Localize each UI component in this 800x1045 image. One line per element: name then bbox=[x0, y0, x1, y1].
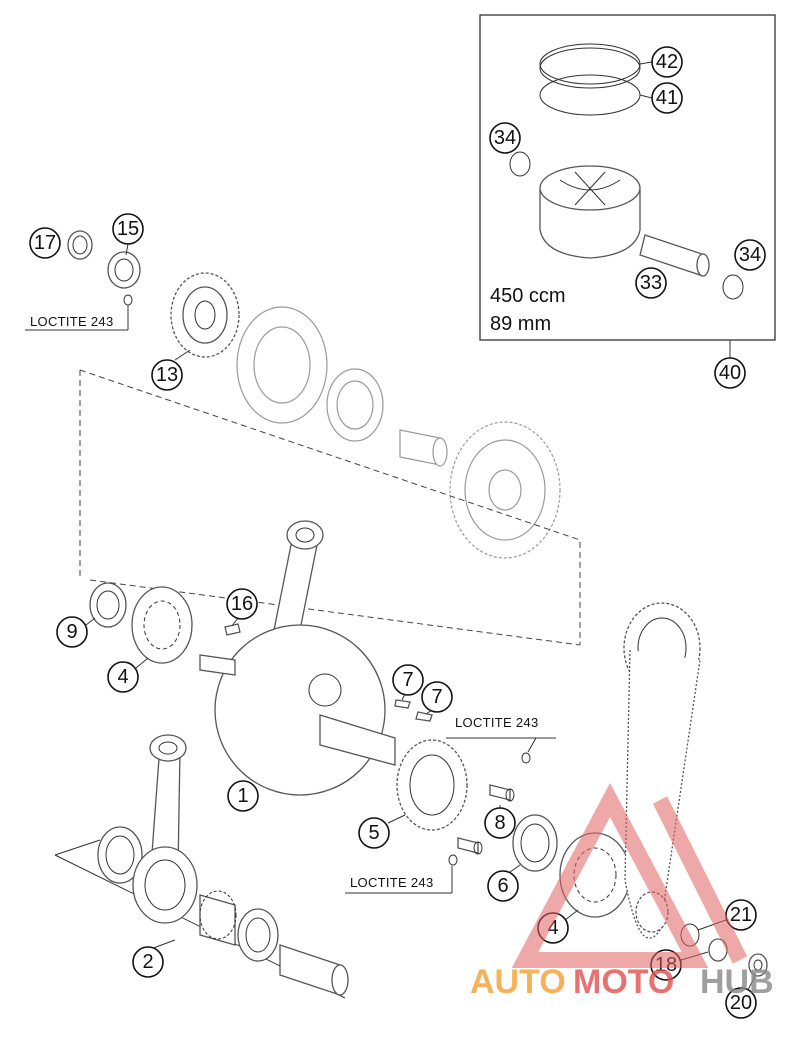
piston-ring-42 bbox=[539, 43, 641, 89]
callout-13: 13 bbox=[151, 349, 191, 391]
watermark-text-auto: AUTO bbox=[470, 963, 566, 1001]
gear-5 bbox=[396, 739, 468, 831]
svg-text:16: 16 bbox=[231, 593, 253, 615]
svg-text:8: 8 bbox=[494, 812, 505, 834]
svg-text:42: 42 bbox=[656, 51, 678, 73]
callout-15: 15 bbox=[112, 213, 144, 256]
callout-9: 9 bbox=[56, 616, 96, 648]
callout-21: 21 bbox=[697, 899, 757, 931]
svg-text:41: 41 bbox=[656, 87, 678, 109]
svg-text:13: 13 bbox=[156, 364, 178, 386]
svg-text:17: 17 bbox=[34, 232, 56, 254]
piston bbox=[539, 165, 641, 259]
svg-text:4: 4 bbox=[117, 666, 128, 688]
piston-pin-33 bbox=[639, 234, 710, 277]
svg-text:34: 34 bbox=[739, 244, 761, 266]
svg-text:9: 9 bbox=[66, 621, 77, 643]
freewheel-faint bbox=[326, 368, 384, 442]
washer-small bbox=[123, 294, 133, 306]
svg-text:6: 6 bbox=[497, 875, 508, 897]
callout-7b: 7 bbox=[421, 681, 453, 715]
callout-7a: 7 bbox=[392, 664, 424, 701]
svg-text:34: 34 bbox=[494, 127, 516, 149]
seal-17 bbox=[67, 230, 93, 260]
crankshaft-1 bbox=[199, 520, 396, 796]
callout-17: 17 bbox=[29, 227, 61, 259]
piston-kit-box bbox=[479, 14, 776, 358]
callout-8: 8 bbox=[484, 805, 516, 839]
bore-label: 89 mm bbox=[490, 313, 551, 335]
seal-9 bbox=[89, 582, 127, 628]
callout-4-left: 4 bbox=[107, 657, 149, 693]
needle-bearing-faint bbox=[399, 429, 448, 467]
starter-gear-faint bbox=[449, 421, 561, 559]
rotor-faint bbox=[236, 306, 328, 424]
svg-text:20: 20 bbox=[730, 992, 752, 1014]
displacement-label: 450 ccm bbox=[490, 285, 566, 307]
watermark-logo: AUTO MOTO HUB bbox=[470, 782, 774, 1001]
watermark-text-moto: MOTO bbox=[573, 963, 674, 1001]
callout-41: 41 bbox=[639, 82, 683, 114]
svg-text:4: 4 bbox=[547, 917, 558, 939]
loctite-note-left: LOCTITE 243 bbox=[30, 314, 114, 329]
svg-text:40: 40 bbox=[719, 362, 741, 384]
callout-16: 16 bbox=[226, 588, 258, 627]
callout-20: 20 bbox=[725, 975, 757, 1019]
svg-text:1: 1 bbox=[237, 785, 248, 807]
conrod-kit-2 bbox=[54, 734, 349, 999]
nut-20 bbox=[748, 953, 768, 977]
gear-13 bbox=[170, 272, 240, 358]
washer-top bbox=[521, 752, 531, 764]
watermark-text-hub: HUB bbox=[700, 963, 774, 1001]
key-7a bbox=[394, 699, 411, 709]
svg-text:2: 2 bbox=[142, 951, 153, 973]
circlip-34-top bbox=[509, 151, 531, 177]
callout-5: 5 bbox=[358, 814, 406, 849]
key-16 bbox=[224, 623, 241, 636]
bolt-8-top bbox=[489, 784, 515, 802]
svg-text:5: 5 bbox=[368, 822, 379, 844]
svg-text:33: 33 bbox=[640, 272, 662, 294]
circlip-34-right bbox=[722, 274, 744, 300]
callout-34-right: 34 bbox=[734, 239, 766, 271]
svg-text:7: 7 bbox=[431, 686, 442, 708]
callout-33: 33 bbox=[635, 267, 667, 299]
piston-ring-41 bbox=[539, 74, 641, 116]
svg-text:15: 15 bbox=[117, 218, 139, 240]
shim-6 bbox=[512, 814, 558, 872]
washer-bottom bbox=[448, 854, 458, 866]
callout-1: 1 bbox=[227, 780, 259, 812]
key-7b bbox=[415, 711, 433, 722]
callout-34-top: 34 bbox=[489, 122, 521, 154]
callout-40: 40 bbox=[714, 357, 746, 389]
bolt-8-bottom bbox=[457, 837, 483, 855]
callout-42: 42 bbox=[639, 46, 683, 78]
svg-text:7: 7 bbox=[402, 669, 413, 691]
nut-15 bbox=[107, 251, 141, 289]
loctite-note-right-top: LOCTITE 243 bbox=[455, 715, 539, 730]
loctite-note-right-bottom: LOCTITE 243 bbox=[350, 875, 434, 890]
svg-text:21: 21 bbox=[730, 904, 752, 926]
callout-2: 2 bbox=[132, 946, 164, 978]
callout-6: 6 bbox=[487, 864, 521, 902]
bearing-4-left bbox=[131, 586, 193, 664]
